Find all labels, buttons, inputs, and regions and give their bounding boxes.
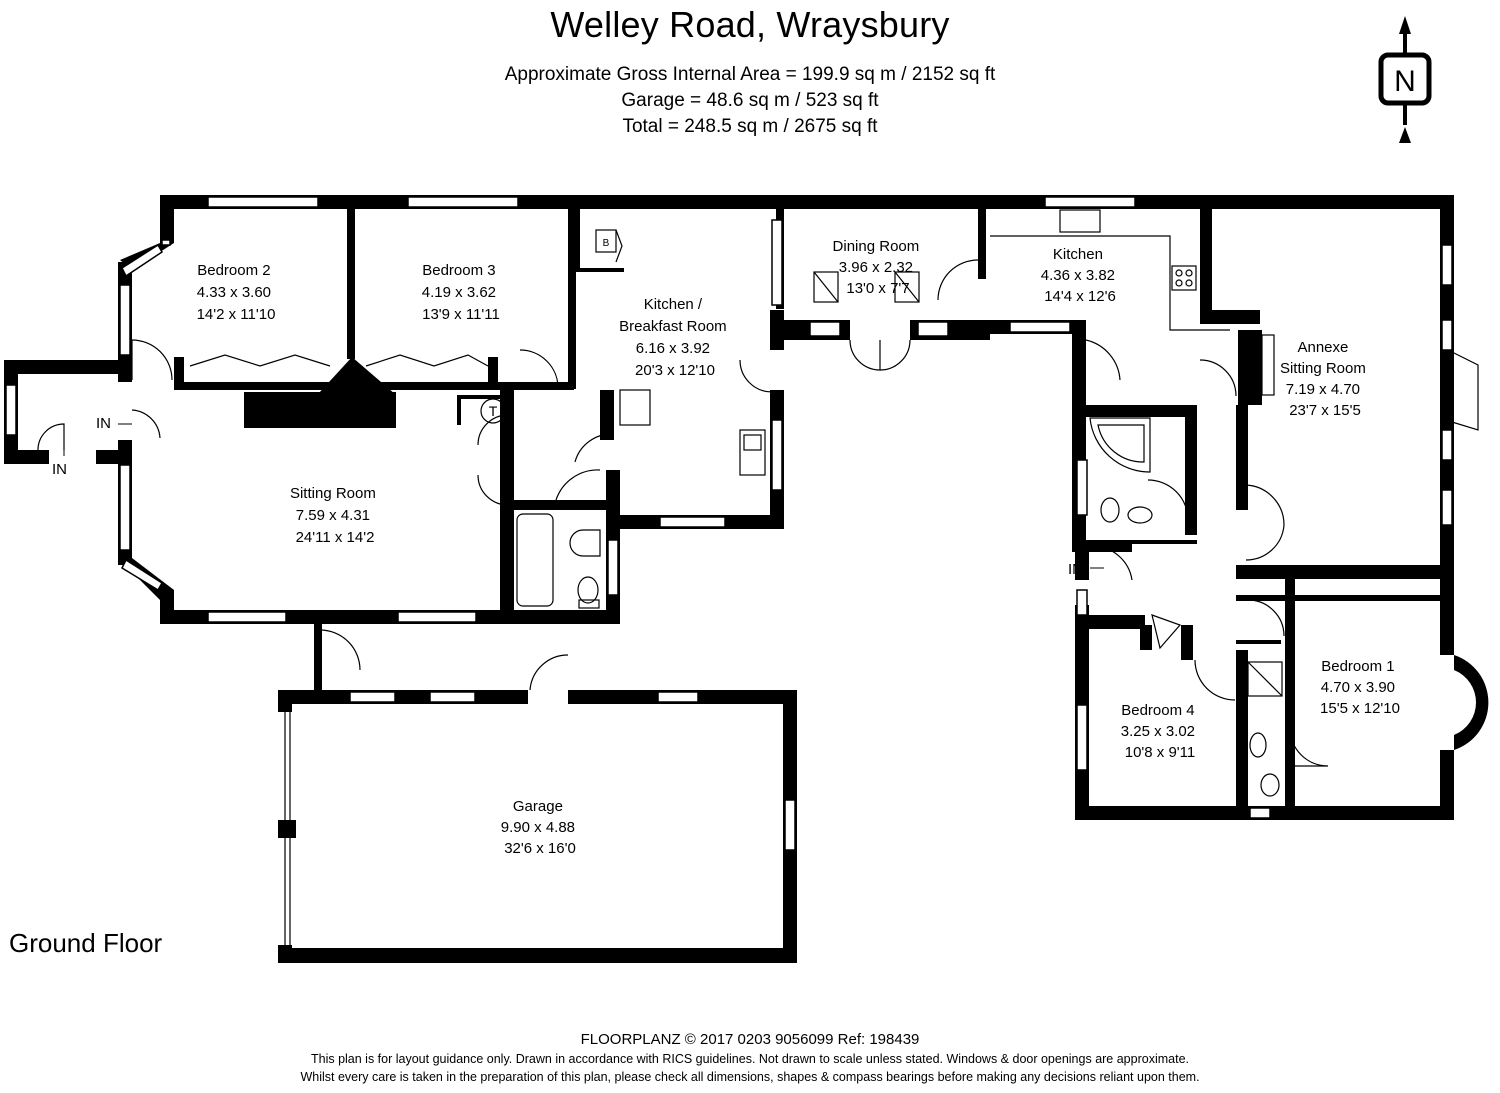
room-bedroom-2: Bedroom 2 4.33 x 3.60 14'2 x 11'10 <box>197 262 276 323</box>
compass-letter: N <box>1394 65 1416 98</box>
doors <box>37 259 1479 767</box>
plan-title: Welley Road, Wraysbury <box>550 4 950 45</box>
tank-symbol: T <box>489 403 498 419</box>
boiler-symbol: B <box>603 238 610 249</box>
entrance-label-porch-side: IN <box>96 415 111 432</box>
entrance-label-porch-front: IN <box>52 461 67 478</box>
compass-north-icon: N <box>1378 16 1432 143</box>
room-bedroom-3: Bedroom 3 4.19 x 3.62 13'9 x 11'11 <box>422 262 500 323</box>
area-gross-internal: Approximate Gross Internal Area = 199.9 … <box>504 64 996 85</box>
footer: FLOORPLANZ © 2017 0203 9056099 Ref: 1984… <box>0 1030 1500 1086</box>
room-kitchen-breakfast: Kitchen / Breakfast Room 6.16 x 3.92 20'… <box>619 296 731 379</box>
wardrobes <box>189 354 1435 598</box>
entrance-markers: IN IN IN <box>52 415 1104 578</box>
chimney-breast <box>244 357 396 428</box>
room-kitchen: Kitchen 4.36 x 3.82 14'4 x 12'6 <box>1041 246 1119 305</box>
room-sitting-room: Sitting Room 7.59 x 4.31 24'11 x 14'2 <box>290 485 380 546</box>
room-annexe-sitting-room: Annexe Sitting Room 7.19 x 4.70 23'7 x 1… <box>1280 339 1370 419</box>
room-garage: Garage 9.90 x 4.88 32'6 x 16'0 <box>501 798 579 857</box>
footer-brand: FLOORPLANZ © 2017 0203 9056099 Ref: 1984… <box>580 1031 920 1048</box>
entrance-label-annexe: IN <box>1068 561 1083 578</box>
area-garage: Garage = 48.6 sq m / 523 sq ft <box>621 90 879 111</box>
entrance-arrow-icon <box>63 423 1104 569</box>
room-bedroom-4: Bedroom 4 3.25 x 3.02 10'8 x 9'11 <box>1121 702 1199 761</box>
room-dining-room: Dining Room 3.96 x 2.32 13'0 x 7'7 <box>833 238 924 297</box>
room-labels: Bedroom 2 4.33 x 3.60 14'2 x 11'10 Bedro… <box>197 238 1400 857</box>
garage-walls <box>278 620 797 963</box>
footer-disclaimer-2: Whilst every care is taken in the prepar… <box>300 1070 1200 1084</box>
footer-disclaimer-1: This plan is for layout guidance only. D… <box>310 1052 1189 1066</box>
floor-label: Ground Floor <box>9 928 163 958</box>
fixtures <box>480 209 1283 797</box>
area-total: Total = 248.5 sq m / 2675 sq ft <box>622 116 878 137</box>
area-summary: Approximate Gross Internal Area = 199.9 … <box>0 62 1500 140</box>
room-bedroom-1: Bedroom 1 4.70 x 3.90 15'5 x 12'10 <box>1320 658 1400 717</box>
windows <box>5 196 1453 819</box>
garage-windows <box>349 691 796 851</box>
garage-door <box>284 712 291 945</box>
